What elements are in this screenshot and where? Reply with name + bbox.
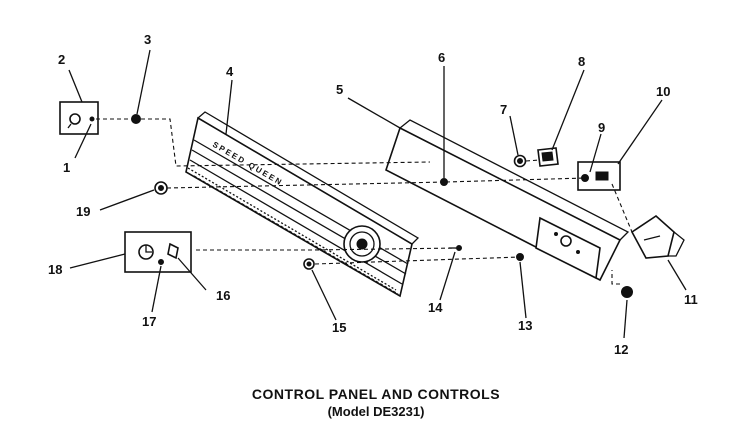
diagram-title: CONTROL PANEL AND CONTROLS [251, 386, 501, 402]
callout-labels: 1 2 3 4 5 6 7 8 9 10 11 12 13 14 15 16 1… [48, 32, 698, 357]
part-5-rear-panel [385, 119, 630, 282]
callout-2: 2 [58, 52, 65, 67]
callout-13: 13 [518, 318, 532, 333]
diagram-model-subtitle: (Model DE3231) [327, 404, 425, 419]
callout-3: 3 [144, 32, 151, 47]
callout-5: 5 [336, 82, 343, 97]
part-2-bracket-knob [59, 101, 99, 135]
callout-10: 10 [656, 84, 670, 99]
part-17-screw [158, 259, 164, 265]
callout-7: 7 [500, 102, 507, 117]
callout-14: 14 [428, 300, 443, 315]
part-4-control-panel: SPEED QUEEN [185, 111, 420, 298]
leader-lines [68, 49, 687, 339]
callout-4: 4 [226, 64, 234, 79]
part-18-bracket-knob [124, 231, 192, 273]
callout-18: 18 [48, 262, 62, 277]
assembly-dashed-lines [96, 118, 633, 265]
panel-dial [343, 225, 381, 263]
callout-15: 15 [332, 320, 346, 335]
callout-11: 11 [684, 292, 698, 307]
part-16-clip [167, 242, 179, 260]
callout-12: 12 [614, 342, 628, 357]
callout-16: 16 [216, 288, 230, 303]
callout-19: 19 [76, 204, 90, 219]
callout-8: 8 [578, 54, 585, 69]
callout-6: 6 [438, 50, 445, 65]
part-15-washer [303, 258, 315, 270]
part-11-timer [630, 214, 685, 259]
part-8-switch [537, 147, 559, 167]
callout-9: 9 [598, 120, 605, 135]
part-19-washer [154, 181, 168, 195]
part-3-screw [131, 114, 141, 124]
part-12-fastener [611, 270, 633, 298]
callout-1: 1 [63, 160, 70, 175]
part-7-nut [513, 154, 527, 168]
callout-17: 17 [142, 314, 156, 329]
